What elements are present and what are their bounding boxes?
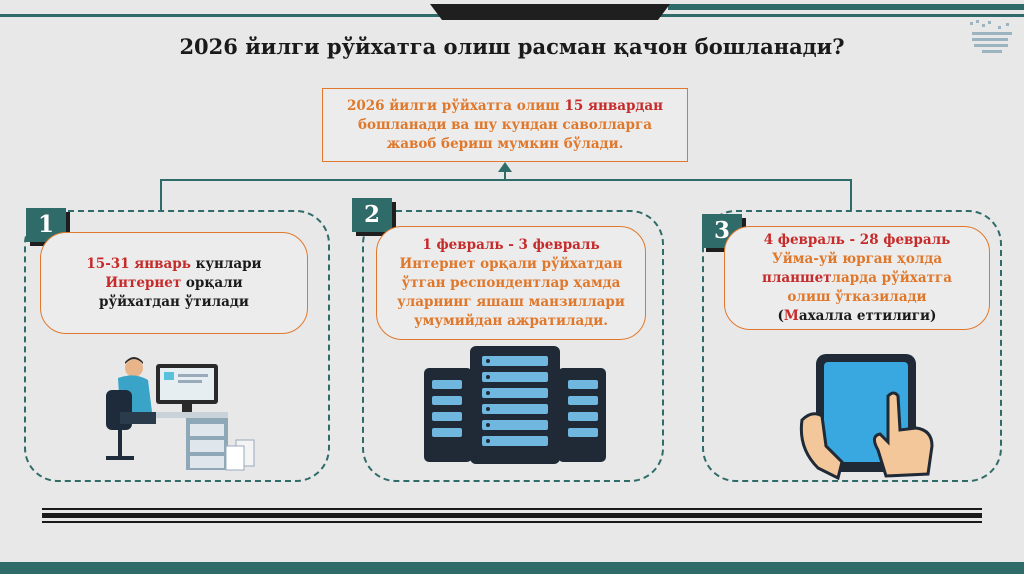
computer-desk-icon (106, 357, 255, 471)
intro-box: 2026 йилги рўйхатга олиш 15 январдан бош… (322, 88, 688, 162)
top-dark-tab (430, 4, 670, 20)
step-3-m-highlight: М (783, 307, 799, 324)
step-card-3: 4 февраль - 28 февраль Уйма-уй юрган ҳол… (724, 226, 990, 330)
intro-line3: жавоб бериш мумкин бўлади. (386, 136, 624, 152)
intro-line1: 2026 йилги рўйхатга олиш (346, 98, 565, 114)
intro-line2: бошланади ва шу кундан саволларга (358, 117, 652, 133)
connector-left (160, 179, 162, 211)
step-1-via: орқали (181, 274, 243, 291)
servers-icon (424, 346, 606, 464)
connector-horizontal (160, 179, 852, 181)
step-number-2: 2 (352, 198, 392, 232)
step-1-date-suffix: кунлари (190, 255, 262, 272)
step-2-date: 1 февраль - 3 февраль (422, 236, 600, 253)
connector-vertical-main (504, 170, 506, 180)
step-2-line5: умумийдан ажратилади. (413, 312, 608, 329)
step-3-date: 4 февраль - 28 февраль (763, 231, 951, 248)
step-3-line5-rest: ахалла еттилиги) (798, 307, 937, 324)
step-1-internet: Интернет (105, 274, 182, 291)
step-3-line3-rest: ларда рўйхатга (831, 269, 952, 286)
tablet-hand-icon (799, 354, 934, 480)
intro-date-highlight: 15 январдан (564, 98, 664, 114)
step-panel-1 (24, 210, 330, 482)
step-panel-3 (702, 210, 1002, 482)
step-card-2: 1 февраль - 3 февраль Интернет орқали рў… (376, 226, 646, 340)
statistics-logo-icon (970, 20, 1012, 53)
step-panel-2 (362, 210, 664, 482)
connector-right (850, 179, 852, 211)
step-3-tablet-highlight: планшет (762, 269, 832, 286)
step-2-line3: ўтган респондентлар ҳамда (401, 274, 621, 291)
top-accent-bar (668, 4, 1024, 10)
step-card-1: 15-31 январь кунлари Интернет орқали рўй… (40, 232, 308, 334)
step-3-line4: олиш ўтказилади (787, 288, 927, 305)
step-2-line2: Интернет орқали рўйхатдан (399, 255, 623, 272)
step-2-line4: уларнинг яшаш манзиллари (397, 293, 625, 310)
step-3-paren-open: ( (777, 307, 784, 324)
step-1-date: 15-31 январь (86, 255, 191, 272)
step-3-line2: Уйма-уй юрган ҳолда (771, 250, 943, 267)
arrow-up-icon (498, 162, 512, 172)
bottom-accent-bar (0, 562, 1024, 574)
page-title: 2026 йилги рўйхатга олиш расман қачон бо… (179, 34, 845, 59)
step-1-line3: рўйхатдан ўтилади (99, 293, 249, 310)
